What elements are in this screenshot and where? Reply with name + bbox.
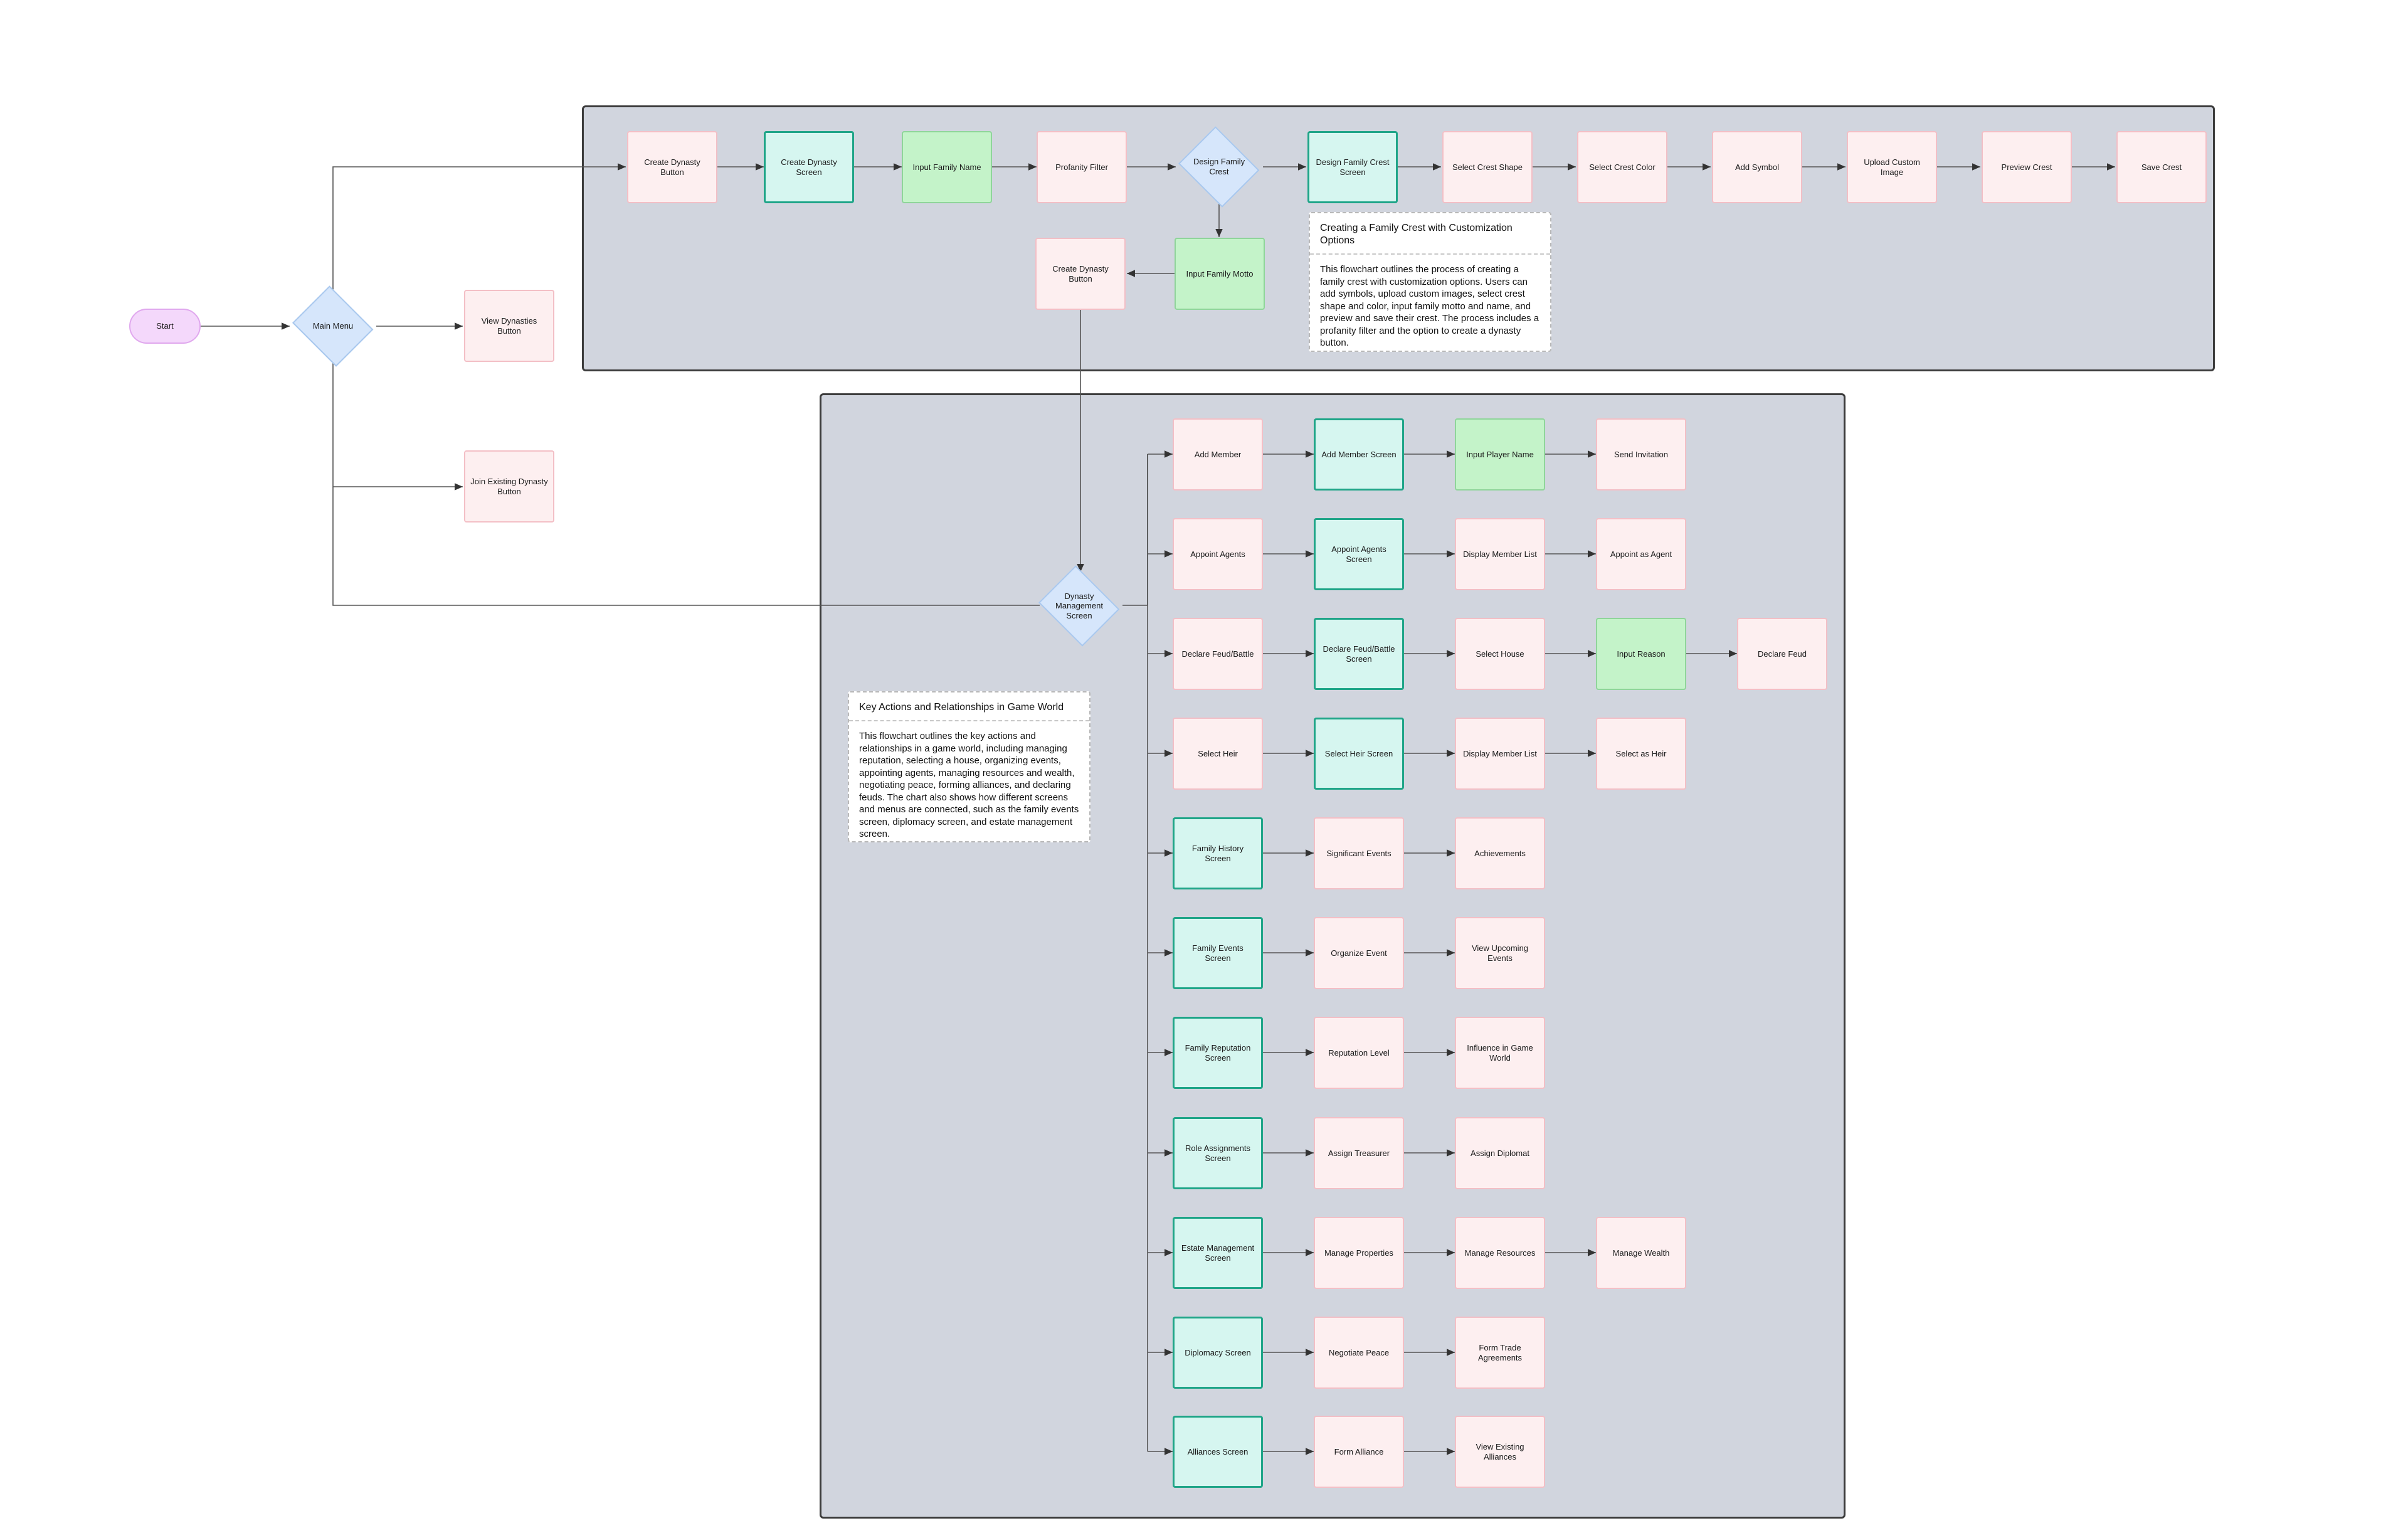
view-dynasties-node[interactable]: View Dynasties Button bbox=[464, 290, 554, 362]
actions-note: Key Actions and Relationships in Game Wo… bbox=[848, 691, 1090, 842]
select-as-heir-node[interactable]: Select as Heir bbox=[1596, 718, 1686, 790]
design-family-crest-label: Design Family Crest bbox=[1193, 157, 1245, 176]
input-family-motto-node[interactable]: Input Family Motto bbox=[1175, 238, 1265, 310]
estate-management-screen-node[interactable]: Estate Management Screen bbox=[1173, 1217, 1263, 1289]
connector bbox=[1122, 454, 1148, 606]
main-menu-decision[interactable]: Main Menu bbox=[290, 290, 376, 363]
significant-events-node[interactable]: Significant Events bbox=[1314, 817, 1404, 889]
influence-in-game-world-node[interactable]: Influence in Game World bbox=[1455, 1017, 1545, 1089]
declare-feud-battle-node[interactable]: Declare Feud/Battle bbox=[1173, 618, 1263, 690]
negotiate-peace-node[interactable]: Negotiate Peace bbox=[1314, 1317, 1404, 1389]
add-symbol-node[interactable]: Add Symbol bbox=[1712, 131, 1802, 203]
appoint-agents-node[interactable]: Appoint Agents bbox=[1173, 518, 1263, 590]
family-events-screen-node[interactable]: Family Events Screen bbox=[1173, 917, 1263, 989]
view-existing-alliances-node[interactable]: View Existing Alliances bbox=[1455, 1416, 1545, 1488]
add-member-node[interactable]: Add Member bbox=[1173, 418, 1263, 491]
create-dynasty-button-node[interactable]: Create Dynasty Button bbox=[627, 131, 717, 203]
profanity-filter-node[interactable]: Profanity Filter bbox=[1037, 131, 1127, 203]
select-house-node[interactable]: Select House bbox=[1455, 618, 1545, 690]
main-menu-label: Main Menu bbox=[312, 321, 354, 331]
actions-note-title: Key Actions and Relationships in Game Wo… bbox=[849, 692, 1089, 721]
assign-treasurer-node[interactable]: Assign Treasurer bbox=[1314, 1117, 1404, 1189]
input-reason-node[interactable]: Input Reason bbox=[1596, 618, 1686, 690]
select-crest-shape-node[interactable]: Select Crest Shape bbox=[1442, 131, 1533, 203]
create-dynasty-button-2-node[interactable]: Create Dynasty Button bbox=[1035, 238, 1126, 310]
view-upcoming-events-node[interactable]: View Upcoming Events bbox=[1455, 917, 1545, 989]
input-family-name-node[interactable]: Input Family Name bbox=[902, 131, 992, 203]
crest-note: Creating a Family Crest with Customizati… bbox=[1309, 212, 1551, 352]
family-reputation-screen-node[interactable]: Family Reputation Screen bbox=[1173, 1017, 1263, 1089]
dynasty-management-label: Dynasty Management Screen bbox=[1055, 591, 1103, 620]
reputation-level-node[interactable]: Reputation Level bbox=[1314, 1017, 1404, 1089]
manage-wealth-node[interactable]: Manage Wealth bbox=[1596, 1217, 1686, 1289]
connector bbox=[332, 163, 626, 292]
manage-properties-node[interactable]: Manage Properties bbox=[1314, 1217, 1404, 1289]
assign-diplomat-node[interactable]: Assign Diplomat bbox=[1455, 1117, 1545, 1189]
dynasty-management-decision[interactable]: Dynasty Management Screen bbox=[1036, 570, 1122, 642]
design-family-crest-screen-node[interactable]: Design Family Crest Screen bbox=[1307, 131, 1398, 203]
display-member-list-node[interactable]: Display Member List bbox=[1455, 518, 1545, 590]
form-trade-agreements-node[interactable]: Form Trade Agreements bbox=[1455, 1317, 1545, 1389]
declare-feud-node[interactable]: Declare Feud bbox=[1737, 618, 1827, 690]
select-heir-screen-node[interactable]: Select Heir Screen bbox=[1314, 718, 1404, 790]
add-member-screen-node[interactable]: Add Member Screen bbox=[1314, 418, 1404, 491]
crest-note-title: Creating a Family Crest with Customizati… bbox=[1310, 213, 1550, 255]
manage-resources-node[interactable]: Manage Resources bbox=[1455, 1217, 1545, 1289]
actions-note-body: This flowchart outlines the key actions … bbox=[859, 731, 1079, 839]
connector bbox=[332, 487, 1040, 606]
select-heir-node[interactable]: Select Heir bbox=[1173, 718, 1263, 790]
organize-event-node[interactable]: Organize Event bbox=[1314, 917, 1404, 989]
achievements-node[interactable]: Achievements bbox=[1455, 817, 1545, 889]
send-invitation-node[interactable]: Send Invitation bbox=[1596, 418, 1686, 491]
upload-custom-image-node[interactable]: Upload Custom Image bbox=[1847, 131, 1937, 203]
declare-feud-battle-screen-node[interactable]: Declare Feud/Battle Screen bbox=[1314, 618, 1404, 690]
create-dynasty-screen-node[interactable]: Create Dynasty Screen bbox=[764, 131, 854, 203]
connector bbox=[332, 361, 463, 491]
display-member-list-heir-node[interactable]: Display Member List bbox=[1455, 718, 1545, 790]
alliances-screen-node[interactable]: Alliances Screen bbox=[1173, 1416, 1263, 1488]
save-crest-node[interactable]: Save Crest bbox=[2116, 131, 2207, 203]
appoint-as-agent-node[interactable]: Appoint as Agent bbox=[1596, 518, 1686, 590]
role-assignments-screen-node[interactable]: Role Assignments Screen bbox=[1173, 1117, 1263, 1189]
family-history-screen-node[interactable]: Family History Screen bbox=[1173, 817, 1263, 889]
input-player-name-node[interactable]: Input Player Name bbox=[1455, 418, 1545, 491]
preview-crest-node[interactable]: Preview Crest bbox=[1982, 131, 2072, 203]
start-node[interactable]: Start bbox=[129, 309, 201, 344]
design-family-crest-decision[interactable]: Design Family Crest bbox=[1176, 130, 1262, 203]
form-alliance-node[interactable]: Form Alliance bbox=[1314, 1416, 1404, 1488]
diplomacy-screen-node[interactable]: Diplomacy Screen bbox=[1173, 1317, 1263, 1389]
join-dynasty-node[interactable]: Join Existing Dynasty Button bbox=[464, 450, 554, 522]
crest-note-body: This flowchart outlines the process of c… bbox=[1320, 264, 1539, 348]
appoint-agents-screen-node[interactable]: Appoint Agents Screen bbox=[1314, 518, 1404, 590]
select-crest-color-node[interactable]: Select Crest Color bbox=[1577, 131, 1667, 203]
